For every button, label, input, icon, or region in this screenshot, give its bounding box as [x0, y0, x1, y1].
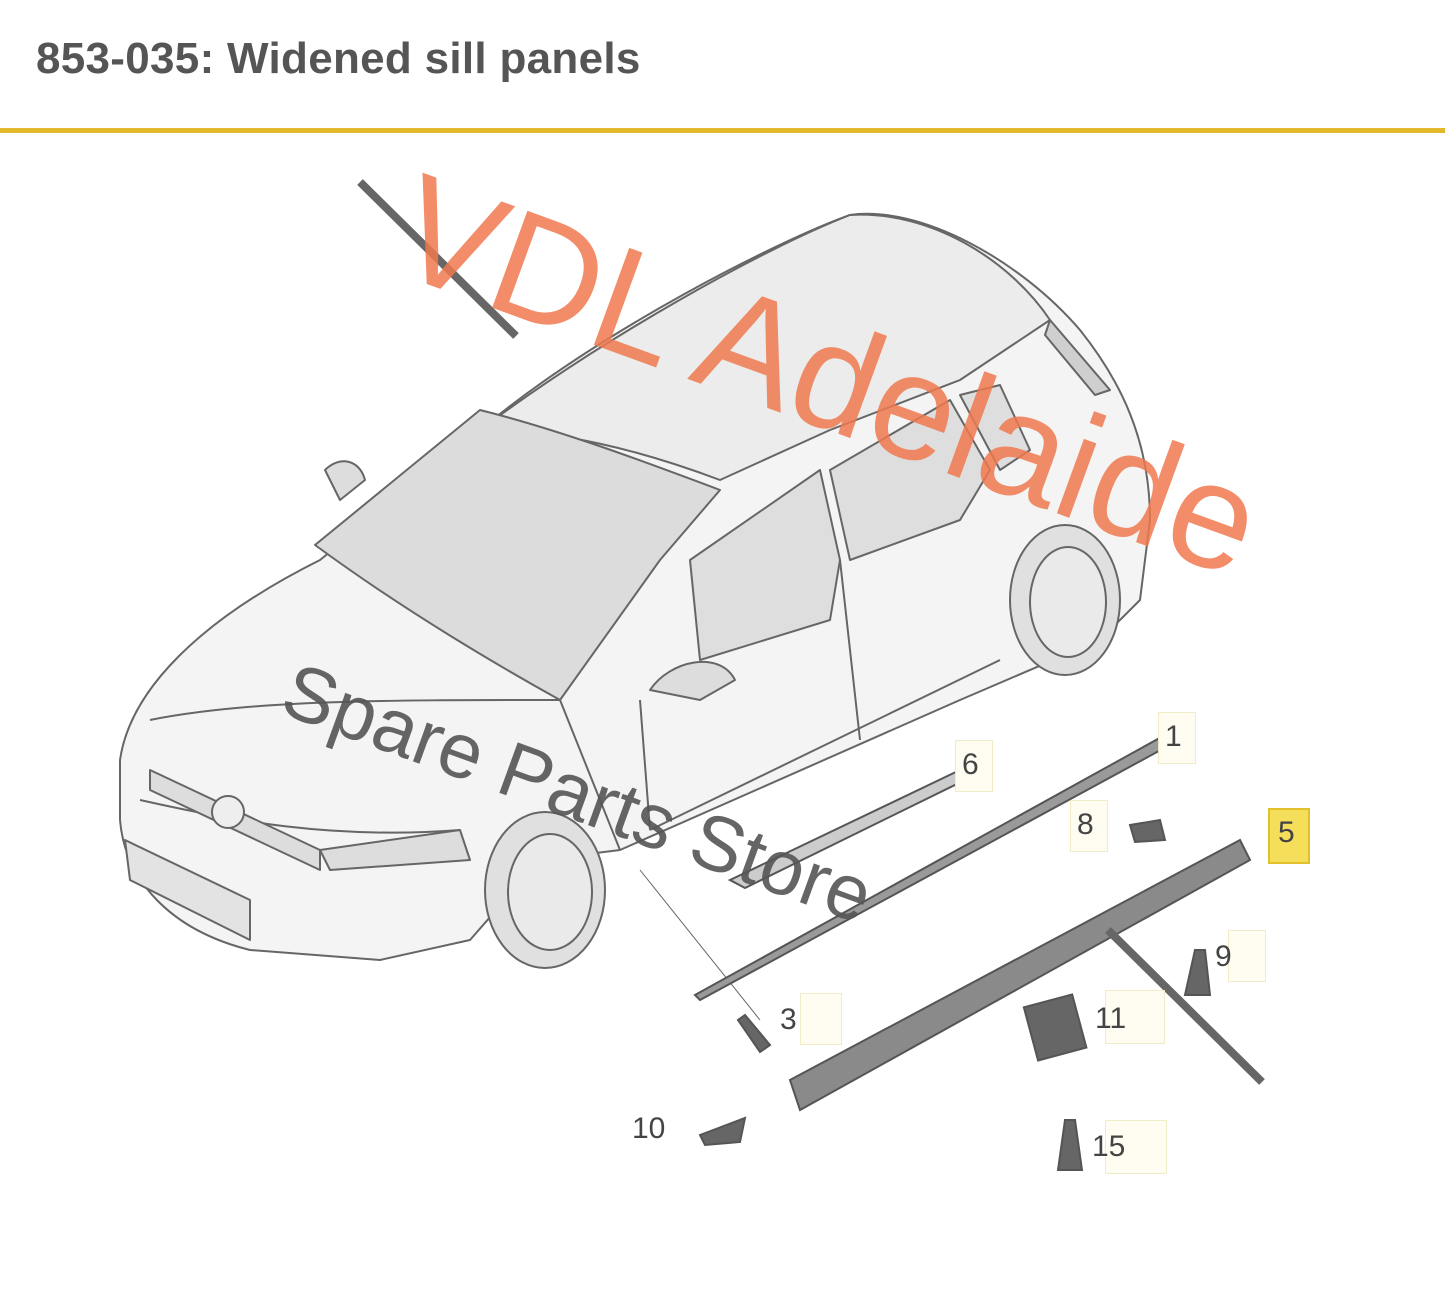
callout-8: 8 — [1077, 808, 1094, 841]
screw-10 — [698, 1116, 747, 1147]
callout-11: 11 — [1095, 1002, 1127, 1035]
callout-6: 6 — [962, 748, 979, 781]
callout-3: 3 — [780, 1003, 797, 1036]
screw-3 — [736, 1013, 772, 1054]
screw-15 — [1056, 1119, 1084, 1171]
clip-8 — [1128, 818, 1167, 844]
sill-parts — [693, 733, 1252, 1171]
callout-15: 15 — [1092, 1130, 1126, 1163]
callout-9: 9 — [1215, 940, 1232, 973]
watermark-strokes — [357, 179, 1265, 1085]
callout-1: 1 — [1165, 720, 1182, 753]
page-title: 853-035: Widened sill panels — [36, 34, 641, 83]
screw-9 — [1183, 949, 1212, 996]
callout-10: 10 — [632, 1112, 666, 1145]
widened-sill-panel — [788, 838, 1252, 1112]
car-illustration — [119, 212, 1151, 1021]
title-divider — [0, 128, 1445, 133]
callout-5: 5 — [1278, 816, 1295, 849]
clip-11 — [1022, 993, 1088, 1062]
